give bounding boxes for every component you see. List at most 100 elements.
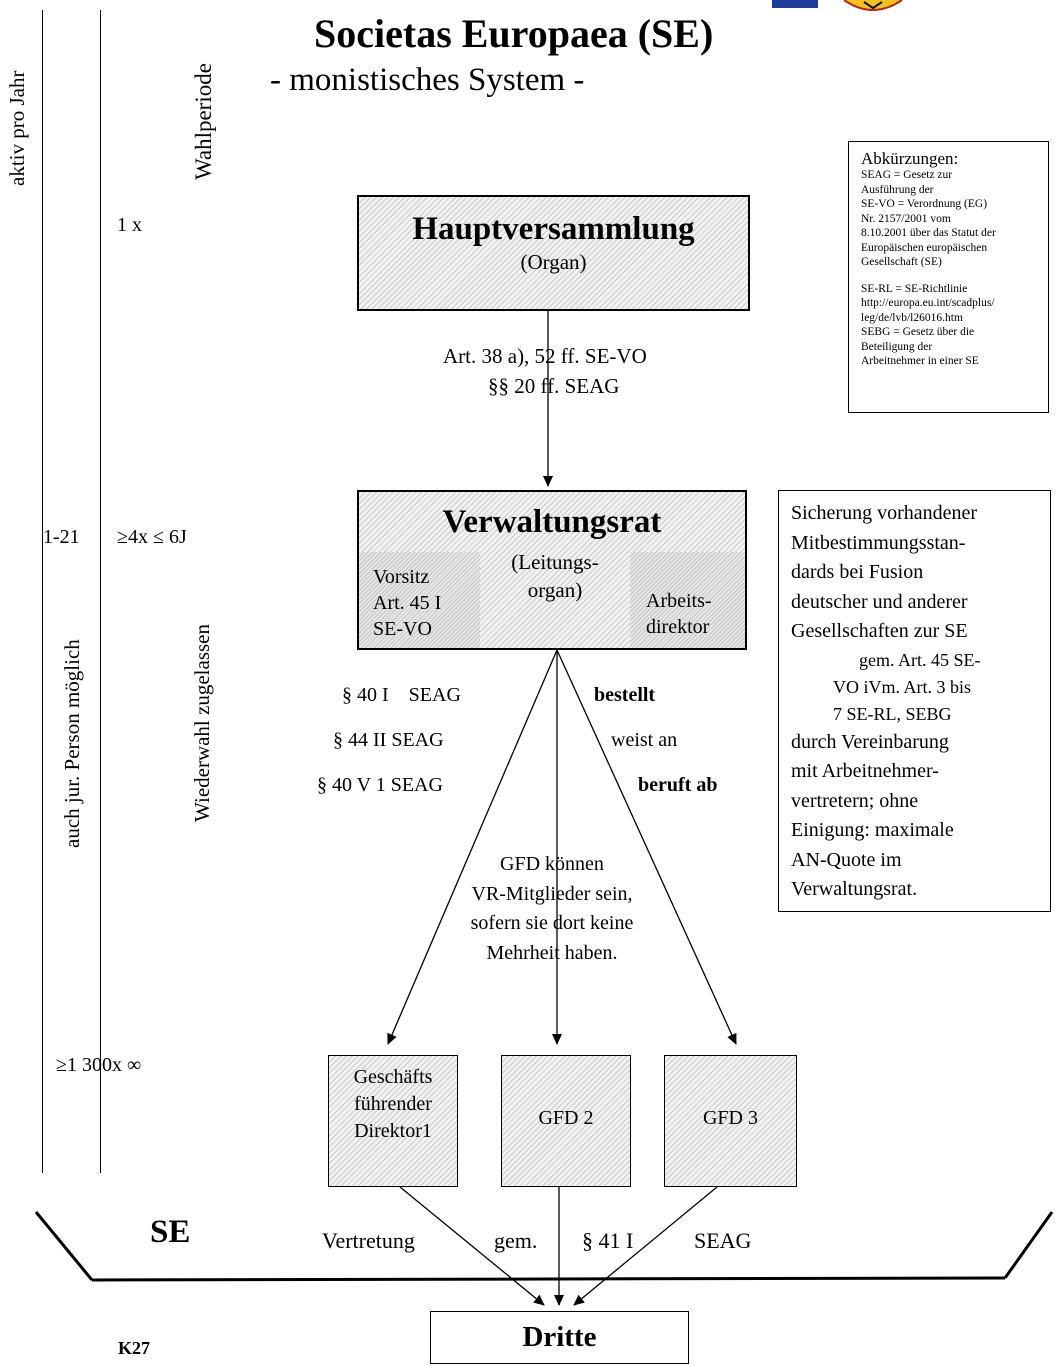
page-title: Societas Europaea (SE) bbox=[314, 11, 714, 56]
codet-line: AN-Quote im bbox=[791, 848, 902, 871]
codet-line: vertretern; ohne bbox=[791, 789, 919, 812]
abbreviations-title: Abkürzungen: bbox=[861, 149, 959, 168]
representation-word-2: gem. bbox=[494, 1228, 538, 1253]
gfd-note-line: Mehrheit haben. bbox=[486, 941, 618, 964]
abbreviation-line: SEAG = Gesetz zur bbox=[861, 169, 953, 181]
vr-subtitle-1: (Leitungs- bbox=[511, 550, 599, 574]
column-label-reelection: Wiederwahl zugelassen bbox=[190, 624, 214, 822]
vr-frequency: ≥4x ≤ 6J bbox=[117, 526, 187, 548]
abbreviation-line: Nr. 2157/2001 vom bbox=[861, 212, 951, 225]
abbreviation-line: Gesellschaft (SE) bbox=[861, 256, 942, 268]
law-ref-instruct: § 44 II SEAG bbox=[333, 729, 444, 751]
gfd1-line: führender bbox=[354, 1093, 432, 1115]
codet-indent-line: 7 SE-RL, SEBG bbox=[833, 703, 952, 724]
gfd-note-line: sofern sie dort keine bbox=[470, 912, 634, 934]
codet-line: Gesellschaften zur SE bbox=[791, 620, 968, 642]
gfd2-box: GFD 2 bbox=[501, 1055, 631, 1187]
codet-line: deutscher und anderer bbox=[791, 590, 968, 613]
se-label: SE bbox=[150, 1214, 191, 1250]
vr-labor-director-panel bbox=[630, 552, 745, 648]
gfd3-box: GFD 3 bbox=[664, 1055, 797, 1187]
vr-to-gfd1-arrow bbox=[387, 649, 558, 1045]
hv-box: Hauptversammlung (Organ) bbox=[357, 195, 750, 311]
gfd1-box: Geschäfts führender Direktor1 bbox=[328, 1055, 458, 1187]
codetermination-box: Sicherung vorhandener Mitbestimmungsstan… bbox=[778, 490, 1051, 912]
se-bowl-left bbox=[34, 1211, 94, 1281]
abbreviation-line: SEBG = Gesetz über die bbox=[861, 326, 975, 338]
abbreviation-line: leg/de/lvb/l26016.htm bbox=[861, 311, 963, 324]
vr-chair-line: Art. 45 I bbox=[373, 592, 442, 614]
document-code: K27 bbox=[118, 1338, 151, 1358]
eagle-emblem-icon bbox=[842, 0, 904, 14]
vr-title: Verwaltungsrat bbox=[442, 504, 662, 540]
abbreviation-line: 8.10.2001 über das Statut der bbox=[861, 227, 996, 239]
representation-word-4: SEAG bbox=[694, 1228, 752, 1253]
hv-frequency: 1 x bbox=[117, 214, 142, 236]
third-parties-box: Dritte bbox=[430, 1311, 689, 1364]
relation-instructs: weist an bbox=[611, 729, 678, 751]
vr-to-gfd3-arrow bbox=[556, 649, 737, 1045]
hv-arrow-label-1: Art. 38 a), 52 ff. SE-VO bbox=[443, 344, 647, 368]
relation-dismisses: beruft ab bbox=[638, 774, 718, 796]
law-ref-dismiss: § 40 V 1 SEAG bbox=[317, 774, 443, 796]
gfd3-to-third-arrow bbox=[573, 1186, 718, 1306]
relation-appoints: bestellt bbox=[594, 684, 656, 706]
vr-labor-line: direktor bbox=[646, 616, 710, 638]
vr-labor-director-text: Arbeits- direktor bbox=[646, 588, 712, 640]
abbreviation-line: Europäischen europäischen bbox=[861, 241, 988, 254]
column-label-legal-person: auch jur. Person möglich bbox=[60, 639, 84, 848]
codet-indent-line: VO iVm. Art. 3 bis bbox=[833, 676, 972, 697]
abbreviation-line: SE-VO = Verordnung (EG) bbox=[861, 198, 988, 210]
gfd-membership-note: GFD können VR-Mitglieder sein, sofern si… bbox=[432, 850, 672, 968]
codet-line: durch Vereinbarung bbox=[791, 730, 949, 753]
vr-members-count: 1-21 bbox=[43, 526, 80, 548]
abbreviation-line: http://europa.eu.int/scadplus/ bbox=[861, 297, 995, 309]
codet-line: Einigung: maximale bbox=[791, 819, 954, 841]
abbreviation-line: Ausführung der bbox=[861, 183, 934, 196]
gfd-note-line: GFD können bbox=[500, 853, 604, 875]
vr-chair-panel bbox=[359, 552, 480, 648]
column-divider-1 bbox=[42, 10, 43, 1173]
abbreviation-line bbox=[861, 270, 1048, 282]
page-subtitle: - monistisches System - bbox=[270, 62, 584, 99]
codet-indent-line: gem. Art. 45 SE- bbox=[859, 649, 981, 670]
gfd1-line: Direktor1 bbox=[354, 1120, 432, 1142]
gfd-note-line: VR-Mitglieder sein, bbox=[471, 882, 633, 905]
codet-line: Mitbestimmungsstan- bbox=[791, 531, 966, 554]
representation-word-3: § 41 I bbox=[582, 1228, 634, 1253]
hv-subtitle: (Organ) bbox=[520, 250, 587, 274]
vr-chair-line: Vorsitz bbox=[373, 566, 430, 588]
law-ref-appoint: § 40 I SEAG bbox=[342, 684, 461, 706]
column-divider-2 bbox=[100, 10, 101, 1173]
abbreviation-line: Beteiligung der bbox=[861, 340, 933, 353]
gfd-row-label: ≥1 300x ∞ bbox=[56, 1054, 142, 1076]
gfd1-to-third-arrow bbox=[399, 1186, 545, 1306]
gfd1-line: Geschäfts bbox=[353, 1066, 433, 1088]
eu-flag-icon bbox=[772, 0, 818, 8]
codet-indent: gem. Art. 45 SE- VO iVm. Art. 3 bis 7 SE… bbox=[791, 647, 1050, 728]
hv-title: Hauptversammlung bbox=[412, 211, 695, 247]
representation-word-1: Vertretung bbox=[322, 1228, 415, 1253]
vr-box: Verwaltungsrat (Leitungs- organ) Vorsitz… bbox=[357, 490, 747, 650]
gfd2-label: GFD 2 bbox=[538, 1107, 594, 1129]
se-bowl-right bbox=[1003, 1211, 1054, 1279]
page-subtitle-text: - monistisches System - bbox=[270, 62, 585, 98]
gfd3-label: GFD 3 bbox=[702, 1107, 758, 1129]
hv-arrow-label-2: §§ 20 ff. SEAG bbox=[488, 374, 620, 398]
vr-chair-text: Vorsitz Art. 45 I SE-VO bbox=[373, 564, 441, 642]
vr-subtitle-2: organ) bbox=[527, 578, 583, 602]
codet-line: dards bei Fusion bbox=[791, 561, 924, 583]
se-bowl-bottom bbox=[91, 1276, 1006, 1282]
abbreviation-line: SE-RL = SE-Richtlinie bbox=[861, 282, 968, 295]
codet-line: mit Arbeitnehmer- bbox=[791, 760, 939, 782]
codet-line: Verwaltungsrat. bbox=[791, 878, 918, 900]
third-parties-label: Dritte bbox=[522, 1321, 597, 1353]
vr-labor-line: Arbeits- bbox=[646, 590, 712, 612]
vr-chair-line: SE-VO bbox=[373, 618, 432, 640]
codet-line: Sicherung vorhandener bbox=[791, 502, 978, 524]
column-header-active-per-year: aktiv pro Jahr bbox=[5, 70, 29, 186]
abbreviation-line: Arbeitnehmer in einer SE bbox=[861, 355, 979, 367]
